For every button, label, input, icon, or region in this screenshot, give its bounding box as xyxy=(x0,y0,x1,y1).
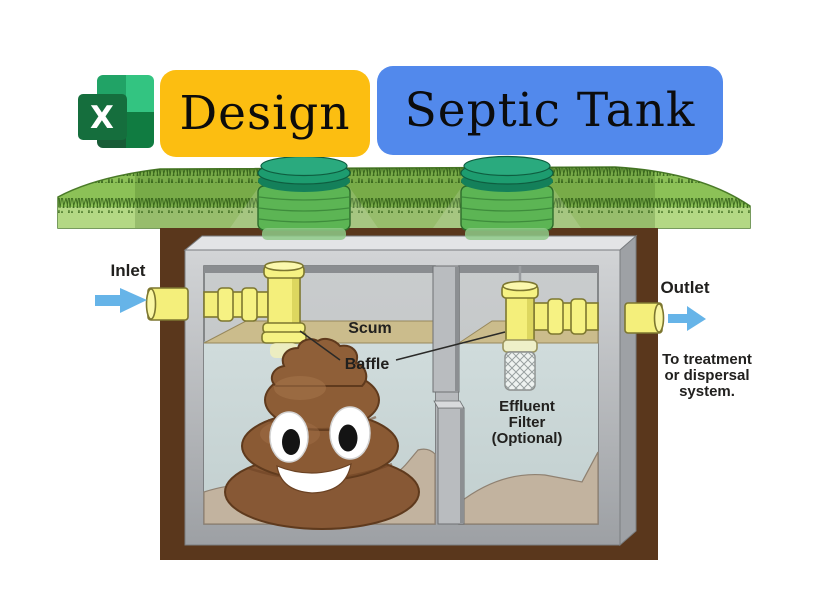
poop-emoji xyxy=(224,337,420,530)
baffle-label: Baffle xyxy=(344,356,390,373)
septic-tank-badge: Septic Tank xyxy=(377,66,723,155)
baffle-wall xyxy=(432,265,465,525)
outlet-arrow-icon xyxy=(668,306,706,331)
effluent-filter-label: Effluent Filter (Optional) xyxy=(491,398,563,447)
page-title: Septic Tank xyxy=(404,83,696,138)
excel-icon: X xyxy=(78,75,154,148)
design-label: Design xyxy=(179,86,351,141)
outlet-label: Outlet xyxy=(660,278,710,297)
design-badge: Design xyxy=(160,70,370,157)
riser-2 xyxy=(460,155,554,240)
inlet-pipe xyxy=(145,260,307,358)
outlet-pipe xyxy=(624,302,665,334)
grass-strip xyxy=(57,166,751,229)
effluent-filter xyxy=(501,266,599,391)
riser-1 xyxy=(257,155,351,240)
inlet-label: Inlet xyxy=(110,261,146,280)
inlet-arrow-icon xyxy=(95,288,147,313)
baffle-pointer-lines xyxy=(299,330,506,361)
scum-label: Scum xyxy=(348,320,392,337)
excel-letter: X xyxy=(90,100,114,136)
outlet-destination-note: To treatment or dispersal system. xyxy=(662,351,752,400)
